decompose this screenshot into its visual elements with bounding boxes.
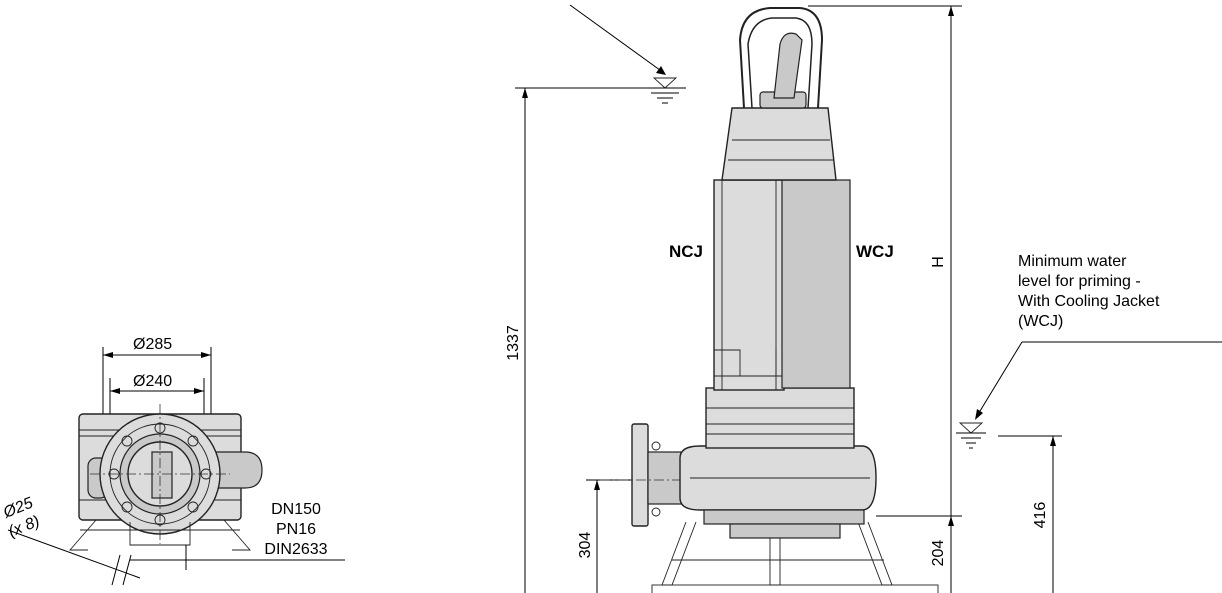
water-level-symbol-ncj — [644, 77, 686, 104]
dim-diameter-285: Ø285 — [133, 336, 172, 353]
note-line-3: With Cooling Jacket — [1018, 293, 1160, 310]
dim-ncj-level: 1337 — [505, 325, 522, 361]
pump-side-view: 1337 304 — [505, 4, 1222, 593]
flange-spec-din: DIN2633 — [264, 541, 327, 558]
note-line-1: Minimum water — [1018, 253, 1127, 270]
label-wcj: WCJ — [856, 242, 894, 261]
label-ncj: NCJ — [669, 242, 703, 261]
dim-outlet-height: 304 — [577, 532, 594, 559]
dim-base-height: 204 — [930, 540, 947, 567]
flange-end-view: Ø285 Ø240 — [0, 336, 345, 586]
water-level-symbol-wcj — [956, 422, 986, 449]
dim-total-height: H — [930, 256, 947, 268]
dim-wcj-level: 416 — [1032, 502, 1049, 529]
note-line-2: level for priming - — [1018, 273, 1141, 290]
note-line-4: (WCJ) — [1018, 313, 1063, 330]
flange-spec-pn: PN16 — [276, 521, 316, 538]
dim-diameter-240: Ø240 — [133, 373, 172, 390]
flange-spec-dn: DN150 — [271, 501, 321, 518]
